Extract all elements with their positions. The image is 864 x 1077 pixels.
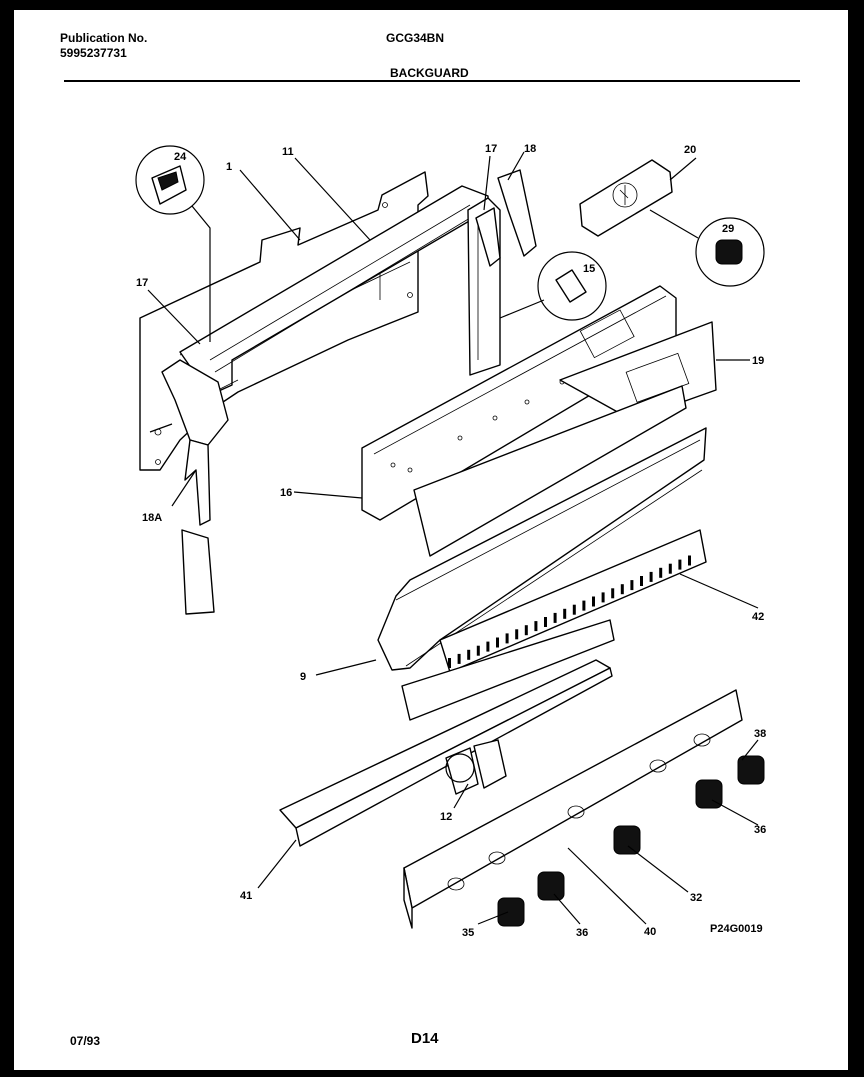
model-number: GCG34BN (386, 31, 445, 45)
callout-circle-24 (135, 145, 205, 215)
vent-slot (649, 571, 653, 582)
knob-32 (613, 825, 641, 855)
knob-36b (695, 779, 723, 809)
knob-36a (537, 871, 565, 901)
vent-slot (476, 645, 480, 656)
vent-slot (668, 563, 672, 574)
vent-slot (515, 629, 519, 640)
callout-11: 11 (282, 146, 294, 158)
clock-module (579, 159, 673, 237)
vent-slot (659, 567, 663, 578)
lens-panel (413, 385, 687, 557)
knob-35 (497, 897, 525, 927)
publication-label: Publication No. (60, 31, 148, 45)
callout-18: 18 (524, 143, 536, 155)
callout-32: 32 (690, 892, 702, 904)
vent-slot (534, 621, 538, 632)
callout-16: 16 (280, 487, 292, 499)
callout-12: 12 (440, 811, 452, 823)
vent-slot (572, 604, 576, 615)
footer-date: 07/93 (70, 1034, 101, 1048)
vent-slot (553, 612, 557, 623)
vent-slot (688, 555, 691, 566)
valve-assembly (445, 747, 479, 795)
callout-18A: 18A (142, 512, 162, 524)
callout-36-right: 36 (754, 824, 766, 836)
vent-slots (448, 555, 691, 668)
control-rail (403, 689, 743, 909)
publication-number: 5995237731 (60, 46, 127, 60)
right-end-bracket (497, 169, 537, 257)
callout-20: 20 (684, 144, 696, 156)
vent-slot (678, 559, 682, 570)
vent-slot (496, 637, 499, 648)
vent-slot (630, 580, 634, 591)
page-code: D14 (411, 1030, 439, 1047)
callout-circle-15 (537, 251, 607, 321)
header-rule (64, 80, 800, 82)
lower-bracket (401, 619, 615, 721)
vent-slot (611, 588, 615, 599)
callout-38: 38 (754, 728, 766, 740)
vent-slot (582, 600, 586, 611)
callout-29: 29 (722, 223, 734, 235)
vent-slot (486, 641, 490, 652)
callout-circle-29 (695, 217, 765, 287)
left-support (181, 529, 215, 615)
callout-24: 24 (174, 151, 187, 163)
left-end-cap (161, 359, 229, 446)
callout-1: 1 (226, 161, 232, 173)
figure-code: P24G0019 (710, 923, 763, 935)
vent-slot (592, 596, 595, 607)
vent-slot (505, 633, 509, 644)
callout-9: 9 (300, 671, 306, 683)
callout-36-bottom: 36 (576, 927, 588, 939)
knob-38 (737, 755, 765, 785)
vent-slot (467, 649, 471, 660)
vent-slot (601, 592, 605, 603)
vent-slot (640, 576, 643, 586)
vent-slot (620, 584, 624, 595)
callout-17-top: 17 (485, 143, 497, 155)
vent-slot (524, 625, 528, 636)
callout-42: 42 (752, 611, 764, 623)
vent-slot (457, 653, 461, 664)
section-title: BACKGUARD (390, 66, 469, 80)
callout-15: 15 (583, 263, 595, 275)
right-end-cap (475, 207, 501, 267)
left-bracket (184, 439, 211, 526)
callout-40: 40 (644, 926, 656, 938)
vent-slot (448, 658, 451, 668)
callout-19: 19 (752, 355, 764, 367)
trim-channel (377, 427, 707, 671)
callout-17-left: 17 (136, 277, 148, 289)
vent-slot (544, 617, 547, 627)
vent-slot (563, 608, 567, 619)
callout-35: 35 (462, 927, 474, 939)
callout-41: 41 (240, 890, 252, 902)
